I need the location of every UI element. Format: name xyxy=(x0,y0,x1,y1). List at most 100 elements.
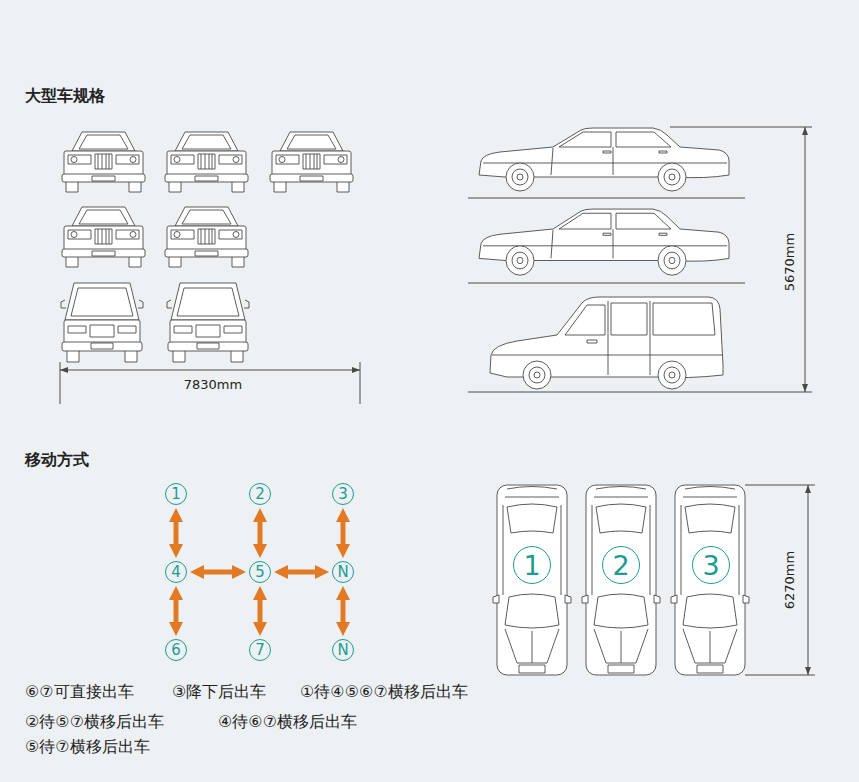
note-text: ③降下后出车 xyxy=(172,682,266,701)
wheel xyxy=(658,246,686,275)
headlight xyxy=(68,155,91,164)
car-number-circle: 1 xyxy=(513,546,551,584)
plate xyxy=(195,251,218,256)
extension-line xyxy=(745,485,815,486)
body xyxy=(167,151,246,177)
note-text: ⑥⑦可直接出车 xyxy=(25,682,134,701)
side-line xyxy=(592,505,650,595)
lamp xyxy=(233,157,239,163)
windshield xyxy=(171,283,245,320)
position-circle: 1 xyxy=(165,483,187,505)
wheel xyxy=(231,350,243,362)
plate xyxy=(92,176,115,181)
hub xyxy=(512,252,528,269)
dimension-line xyxy=(60,370,360,371)
position-circle: 2 xyxy=(249,483,271,505)
bumper-line xyxy=(683,487,737,498)
plate xyxy=(195,176,218,181)
bumper xyxy=(270,174,353,182)
move-arrow xyxy=(341,600,346,622)
handle xyxy=(587,340,597,343)
node-label: 3 xyxy=(702,552,719,579)
lamp xyxy=(279,157,285,163)
grille xyxy=(697,665,723,673)
handle xyxy=(659,233,667,235)
body xyxy=(497,485,567,675)
body xyxy=(490,297,723,378)
grille xyxy=(198,229,215,244)
dimension-arrow xyxy=(805,485,811,493)
mirror xyxy=(61,300,143,308)
hub-cap xyxy=(669,174,675,180)
windshield xyxy=(505,594,559,628)
wheel xyxy=(125,350,137,362)
headlight xyxy=(116,155,139,164)
headlight xyxy=(68,230,91,239)
position-circle: 4 xyxy=(165,561,187,583)
node-label: 4 xyxy=(171,565,181,580)
hub xyxy=(664,367,680,383)
windshield xyxy=(175,207,238,226)
position-circle: N xyxy=(332,561,354,583)
hood-line xyxy=(505,629,559,663)
grille xyxy=(95,229,112,244)
node-label: 1 xyxy=(171,487,181,502)
dimension-label: 7830mm xyxy=(181,377,245,393)
grille xyxy=(303,154,320,169)
sedan-front xyxy=(165,207,248,267)
lamp xyxy=(233,232,239,238)
windshield xyxy=(72,207,135,226)
van-front xyxy=(61,283,143,362)
headlight xyxy=(219,230,242,239)
body xyxy=(64,226,143,252)
handle xyxy=(659,151,667,153)
headlight xyxy=(219,155,242,164)
bumper xyxy=(165,174,248,182)
windshield xyxy=(594,594,648,628)
body xyxy=(675,485,745,675)
window xyxy=(559,132,611,147)
wheel xyxy=(173,350,185,362)
rear-window xyxy=(507,504,557,533)
windshield xyxy=(280,132,343,151)
move-arrow xyxy=(174,522,179,544)
grille-bars xyxy=(98,154,109,169)
hub-cap xyxy=(534,372,540,378)
side-line xyxy=(503,505,561,595)
position-circle: 3 xyxy=(332,483,354,505)
hood-line xyxy=(683,629,737,663)
window xyxy=(559,213,611,229)
position-circle: 7 xyxy=(249,639,271,661)
van-front xyxy=(167,283,249,362)
move-arrow xyxy=(258,522,263,544)
rear-window xyxy=(596,504,646,533)
floor-line xyxy=(468,198,745,199)
bumper xyxy=(62,249,145,257)
section-heading: 移动方式 xyxy=(25,450,89,469)
grille xyxy=(608,665,634,673)
body xyxy=(272,151,351,177)
handle xyxy=(603,151,611,153)
move-arrow xyxy=(288,570,315,575)
lamp xyxy=(338,157,344,163)
dimension-label: 5670mm xyxy=(782,233,798,291)
glass xyxy=(79,135,128,149)
position-circle: 5 xyxy=(249,561,271,583)
van-side xyxy=(490,297,723,389)
node-label: 2 xyxy=(255,487,265,502)
panel-line xyxy=(492,301,723,375)
plate xyxy=(300,176,323,181)
grille xyxy=(95,154,112,169)
wheel xyxy=(658,361,686,389)
node-label: N xyxy=(337,643,348,658)
sedan-front xyxy=(270,132,353,192)
sedan-front xyxy=(62,132,145,192)
bumper xyxy=(62,342,142,351)
windshield xyxy=(72,132,135,151)
wheel xyxy=(658,163,686,191)
node-label: 6 xyxy=(171,643,181,658)
headlight xyxy=(171,230,194,239)
hood-line xyxy=(594,629,648,663)
hub-cap xyxy=(517,257,523,263)
